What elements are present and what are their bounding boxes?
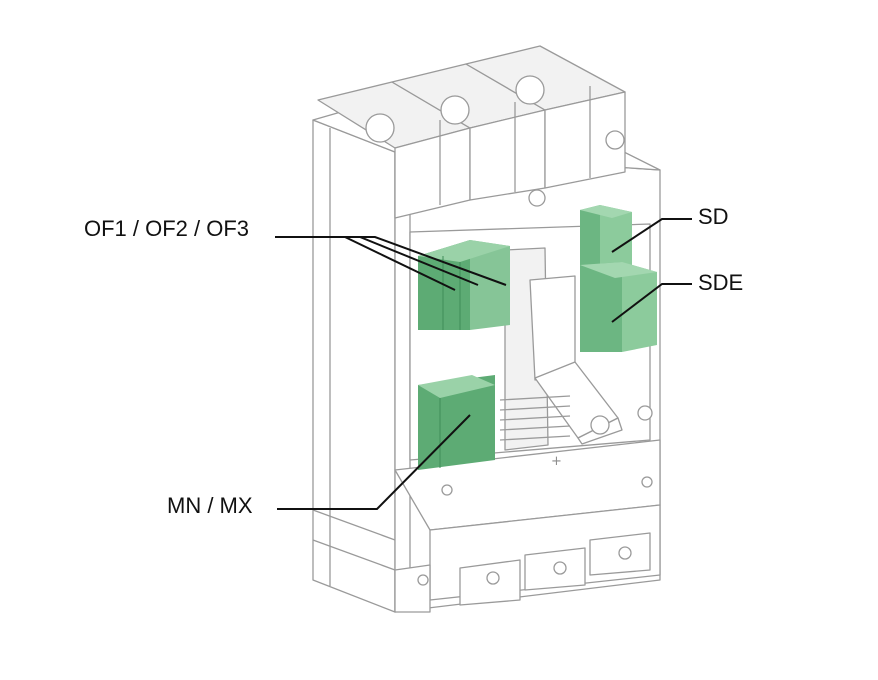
of-leader-lines xyxy=(275,236,507,291)
sde-leader-line xyxy=(611,283,692,323)
sd-label: SD xyxy=(698,204,729,229)
of-label: OF1 / OF2 / OF3 xyxy=(84,216,250,241)
sde-contact xyxy=(580,262,657,352)
sd-leader-line xyxy=(611,218,692,253)
sde-label: SDE xyxy=(698,270,744,295)
mn-mx-label: MN / MX xyxy=(167,493,253,518)
of-auxiliary-contacts xyxy=(418,240,510,330)
mn-mx-release xyxy=(418,375,495,470)
mn-mx-leader-line xyxy=(277,414,471,510)
operating-handle xyxy=(499,361,653,445)
svg-text:+: + xyxy=(551,454,562,469)
top-terminals xyxy=(317,45,626,219)
